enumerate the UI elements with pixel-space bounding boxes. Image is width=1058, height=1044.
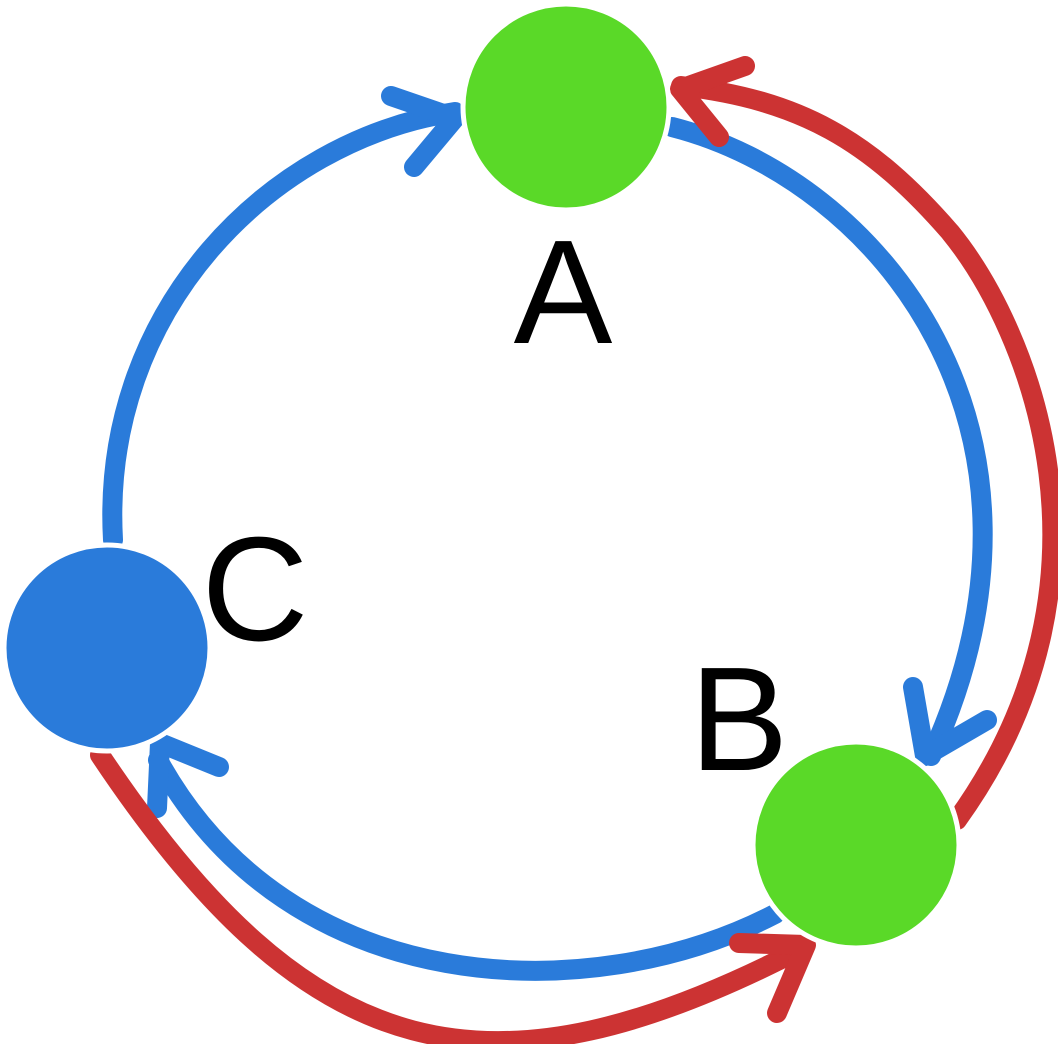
edge-c-to-a-arrowhead bbox=[381, 86, 465, 177]
edge-a-to-b-arrowhead bbox=[903, 677, 997, 766]
edge-b-to-c-line bbox=[148, 750, 785, 981]
edge-a-to-b bbox=[662, 117, 997, 766]
edge-b-to-a-arrowhead bbox=[670, 56, 755, 147]
edge-b-to-a bbox=[670, 56, 1058, 830]
edge-c-to-b bbox=[90, 745, 816, 1044]
edge-c-to-b-line bbox=[90, 745, 813, 1044]
edge-b-to-c-arrowhead bbox=[147, 733, 229, 818]
edge-c-to-a bbox=[102, 86, 465, 550]
edge-c-to-b-arrowhead bbox=[729, 933, 816, 1023]
node-a-circle bbox=[460, 1, 672, 213]
edge-b-to-c bbox=[147, 733, 785, 981]
node-b-circle bbox=[750, 739, 962, 951]
node-a: A bbox=[460, 1, 672, 375]
node-b: B bbox=[690, 637, 962, 951]
edge-c-to-a-line bbox=[102, 102, 465, 550]
edge-b-to-a-line bbox=[671, 76, 1058, 830]
node-c: C bbox=[1, 507, 309, 754]
node-a-label: A bbox=[514, 210, 613, 375]
node-c-circle bbox=[1, 542, 213, 754]
node-b-label: B bbox=[690, 637, 789, 802]
edge-a-to-b-line bbox=[662, 117, 993, 766]
node-c-label: C bbox=[202, 507, 309, 672]
